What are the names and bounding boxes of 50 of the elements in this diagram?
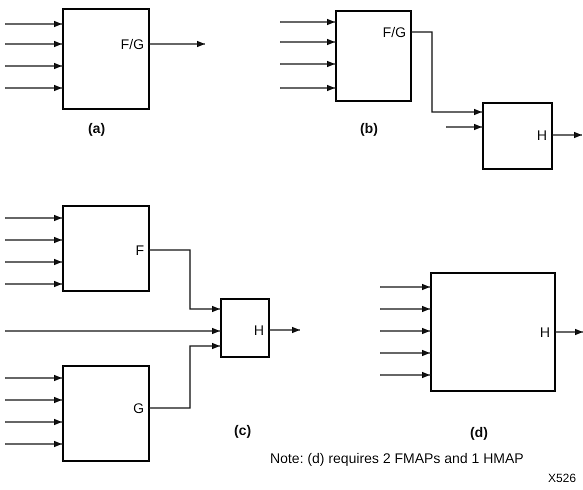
arrow [5,20,62,28]
arrow [5,328,220,334]
arrow [280,84,335,92]
panel-label: (d) [470,424,488,440]
arrow [150,40,205,48]
logic-block [430,272,556,392]
arrow [446,124,482,130]
arrow [5,418,62,426]
arrow [5,280,62,288]
arrow [5,214,62,222]
output-label: H [254,322,264,338]
logic-block [482,102,553,170]
output-label: H [540,324,550,340]
output-label: F [135,242,144,258]
output-label: H [536,127,547,143]
arrow [380,306,430,312]
arrow [270,326,300,334]
arrow [380,350,430,356]
arrow [5,374,62,382]
arrow [553,132,582,138]
arrow [280,38,335,46]
arrow [5,396,62,404]
arrow [412,31,482,116]
arrow [5,258,62,266]
logic-block [62,8,150,110]
output-label: F/G [382,24,406,40]
logic-block [335,10,412,102]
arrow [5,84,62,92]
arrow [150,249,220,312]
output-label: F/G [120,36,144,52]
arrow [556,328,583,336]
arrow [380,372,430,378]
panel-label: (c) [234,422,252,438]
arrow [5,40,62,48]
arrow [280,60,335,68]
note-text: Note: (d) requires 2 FMAPs and 1 HMAP [270,450,524,466]
arrow [5,236,62,244]
logic-block [62,205,150,292]
logic-block [62,365,150,462]
arrow [380,284,430,290]
arrow [5,62,62,70]
arrow [5,440,62,448]
arrow [380,328,430,334]
panel-label: (b) [360,120,378,136]
arrow [150,342,220,409]
arrow [280,18,335,26]
panel-label: (a) [88,120,106,136]
logic-block [220,298,270,358]
output-label: G [133,400,144,416]
figure-id: X526 [548,470,576,486]
